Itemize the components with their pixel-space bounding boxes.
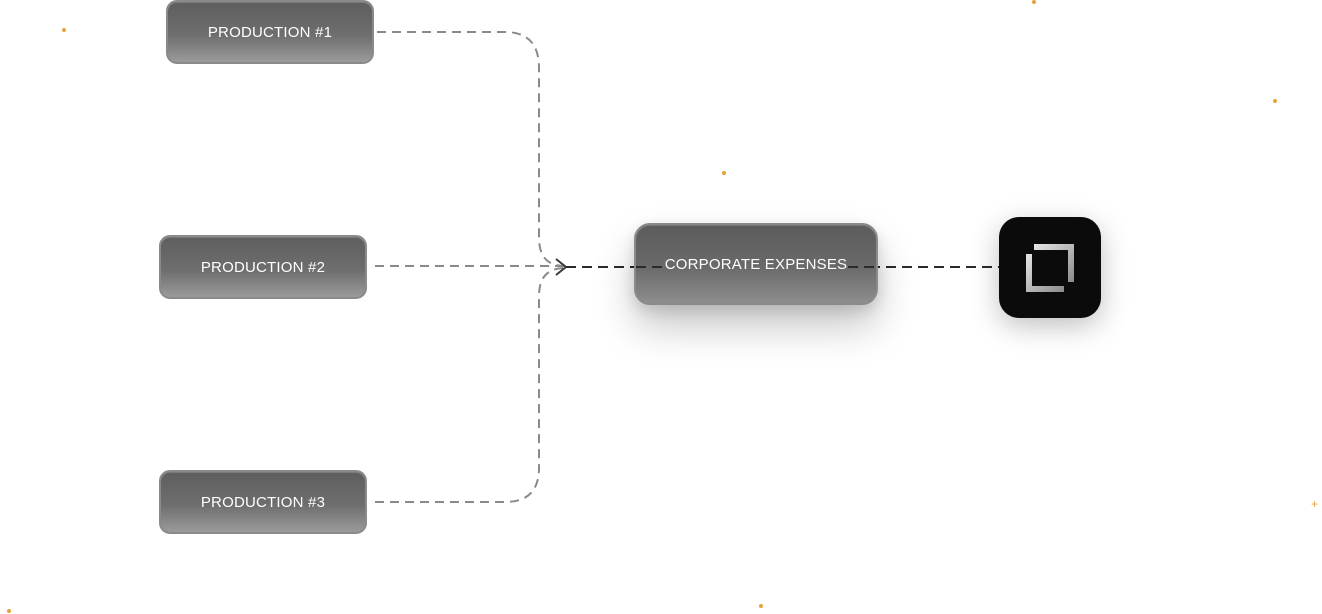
production-1-label: PRODUCTION #1 <box>207 23 333 41</box>
decor-sparkle-icon: + <box>1311 497 1319 511</box>
connector-production-3 <box>375 267 566 503</box>
decor-dot <box>1273 99 1277 103</box>
production-2-node[interactable]: PRODUCTION #2 <box>159 235 367 299</box>
decor-dot <box>1032 0 1036 4</box>
corporate-expenses-label: CORPORATE EXPENSES <box>664 255 848 273</box>
connector-production-1 <box>377 31 566 267</box>
app-logo-icon <box>1026 243 1074 292</box>
decor-dot <box>7 609 11 613</box>
decor-dot <box>722 171 726 175</box>
production-3-label: PRODUCTION #3 <box>200 493 326 511</box>
corporate-expenses-node[interactable]: CORPORATE EXPENSES <box>634 223 878 305</box>
app-logo-tile[interactable] <box>999 217 1101 318</box>
decor-dot <box>759 604 763 608</box>
production-3-node[interactable]: PRODUCTION #3 <box>159 470 367 534</box>
production-1-node[interactable]: PRODUCTION #1 <box>166 0 374 64</box>
production-2-label: PRODUCTION #2 <box>200 258 326 276</box>
decor-dot <box>62 28 66 32</box>
